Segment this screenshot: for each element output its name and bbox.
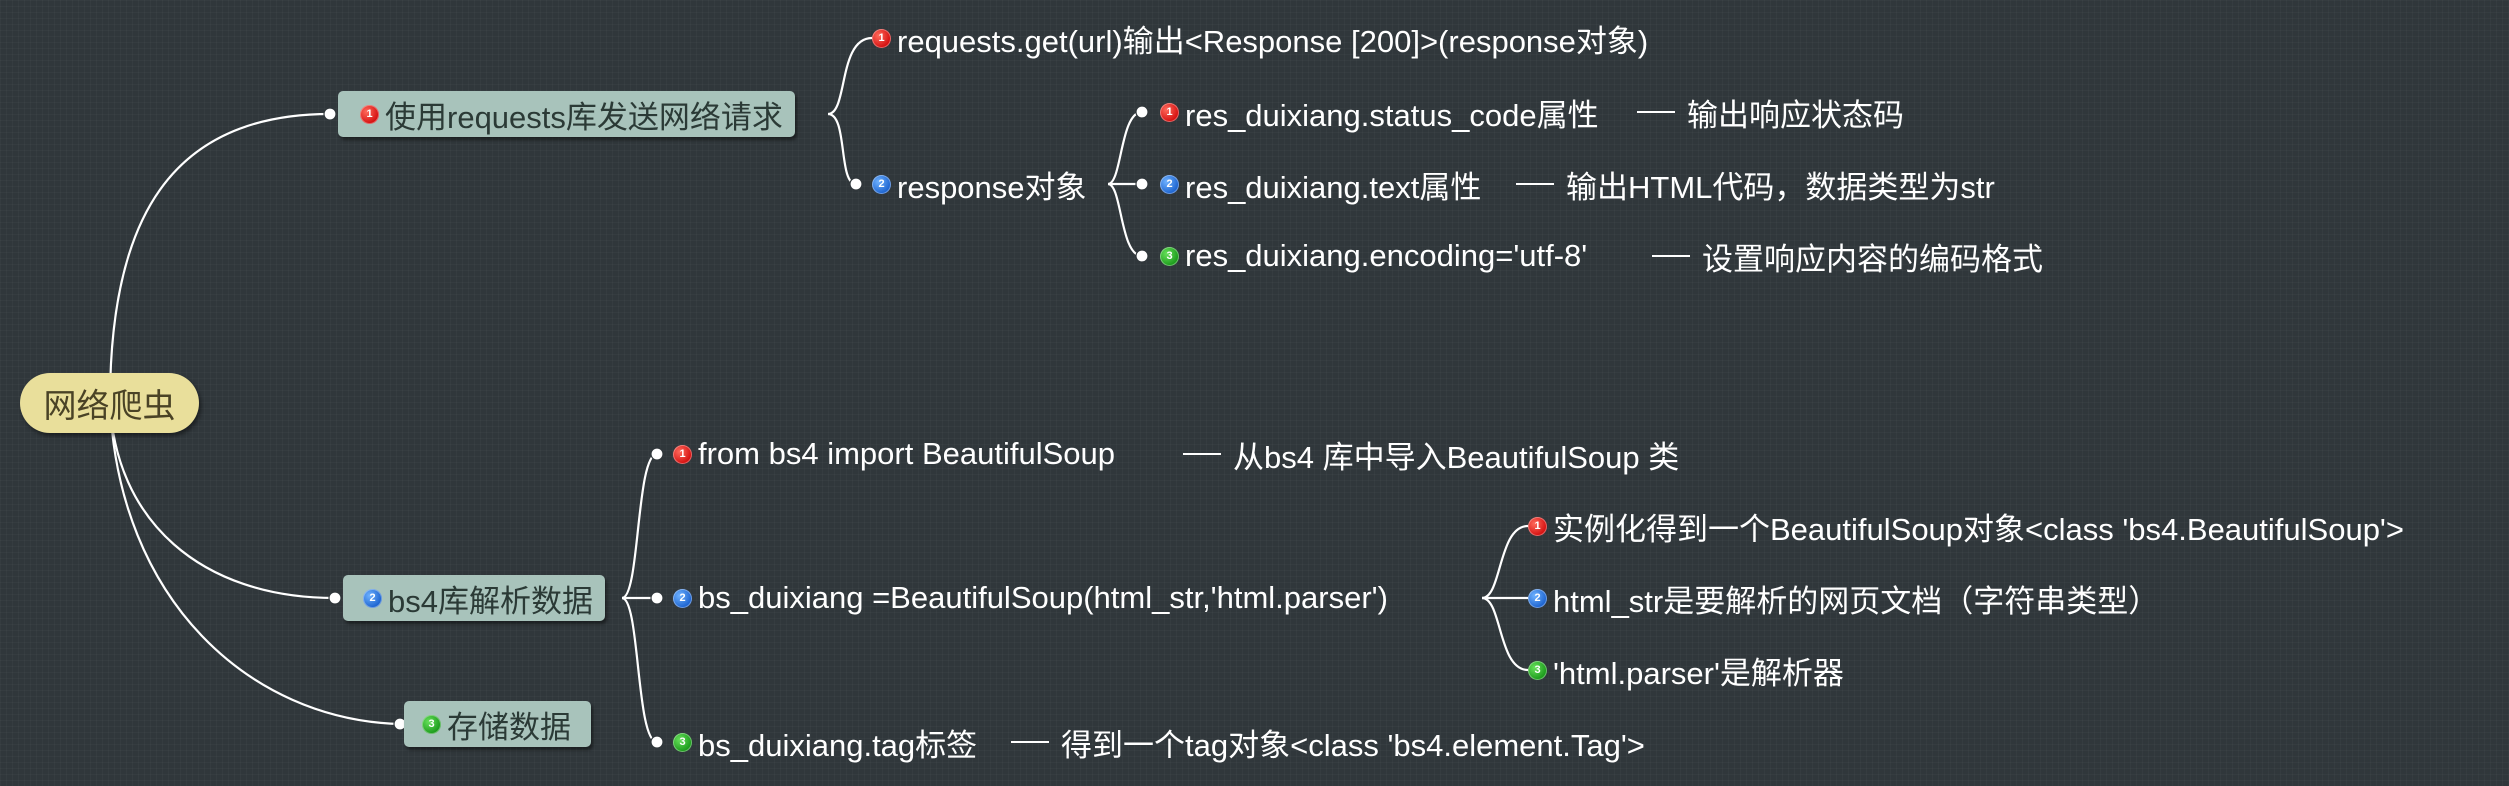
priority-2-icon: 2 [1528,588,1547,608]
note-tag: 得到一个tag对象<class 'bs4.element.Tag'> [1011,722,1645,763]
priority-1-icon: 1 [360,104,379,124]
root-topic[interactable]: 网络爬虫 [20,373,199,433]
node-text-attr-label: res_duixiang.text属性 [1185,169,1482,205]
priority-3-icon: 3 [1528,660,1547,680]
link-root-requests [108,112,331,403]
node-response-object-label: response对象 [897,169,1087,205]
priority-1-icon: 1 [1528,516,1547,536]
priority-3-icon: 3 [1160,246,1179,266]
node-bs-object[interactable]: 2 bs_duixiang =BeautifulSoup(html_str,'h… [673,578,1388,618]
branch-requests-label: 使用requests库发送网络请求 [385,99,783,135]
node-status-code-label: res_duixiang.status_code属性 [1185,97,1599,133]
node-encoding-label: res_duixiang.encoding='utf-8' [1185,238,1588,273]
node-instance[interactable]: 1 实例化得到一个BeautifulSoup对象<class 'bs4.Beau… [1528,506,2404,547]
note-text-attr: 输出HTML代码，数据类型为str [1516,164,1995,205]
node-parser[interactable]: 3 'html.parser'是解析器 [1528,650,1844,691]
root-topic-label: 网络爬虫 [43,387,176,424]
node-tag[interactable]: 3 bs_duixiang.tag标签 [673,722,978,763]
node-text-attr[interactable]: 2 res_duixiang.text属性 [1160,164,1482,205]
link-bs4-tag [621,596,658,744]
node-encoding[interactable]: 3 res_duixiang.encoding='utf-8' [1160,236,1587,276]
node-requests-get-label: requests.get(url)输出<Response [200]>(resp… [897,23,1649,59]
note-tag-text: 得到一个tag对象<class 'bs4.element.Tag'> [1061,727,1645,763]
node-bs4-import-label: from bs4 import BeautifulSoup [698,436,1115,471]
priority-2-icon: 2 [673,588,692,608]
note-status-code-text: 输出响应状态码 [1687,97,1904,133]
priority-2-icon: 2 [872,174,891,194]
branch-bs4[interactable]: 2 bs4库解析数据 [343,575,605,621]
note-dash [1516,183,1554,185]
priority-2-icon: 2 [1160,174,1179,194]
link-response-encoding [1107,182,1143,258]
node-response-object[interactable]: 2 response对象 [872,164,1087,205]
note-dash [1652,255,1690,257]
note-dash [1637,111,1675,113]
link-object-parser [1481,596,1529,672]
note-status-code: 输出响应状态码 [1637,92,1904,133]
node-tag-label: bs_duixiang.tag标签 [698,727,978,763]
node-html-str[interactable]: 2 html_str是要解析的网页文档（字符串类型） [1528,578,2160,619]
node-html-str-label: html_str是要解析的网页文档（字符串类型） [1553,583,2160,619]
link-requests-response [827,112,857,186]
link-object-instance [1481,524,1529,600]
node-requests-get[interactable]: 1 requests.get(url)输出<Response [200]>(re… [872,18,1649,59]
link-bs4-import [621,452,658,600]
note-bs4-import-text: 从bs4 库中导入BeautifulSoup 类 [1233,439,1680,475]
node-status-code[interactable]: 1 res_duixiang.status_code属性 [1160,92,1599,133]
note-dash [1183,453,1221,455]
priority-1-icon: 1 [1160,102,1179,122]
node-instance-label: 实例化得到一个BeautifulSoup对象<class 'bs4.Beauti… [1553,511,2404,547]
link-response-status [1107,110,1143,186]
priority-3-icon: 3 [673,732,692,752]
priority-2-icon: 2 [363,588,382,608]
priority-1-icon: 1 [872,28,891,48]
link-requests-get [827,36,873,116]
note-encoding: 设置响应内容的编码格式 [1652,236,2043,277]
note-bs4-import: 从bs4 库中导入BeautifulSoup 类 [1183,434,1680,475]
node-bs-object-label: bs_duixiang =BeautifulSoup(html_str,'htm… [698,580,1388,615]
branch-storage[interactable]: 3 存储数据 [404,701,591,747]
node-parser-label: 'html.parser'是解析器 [1553,655,1844,691]
note-text-attr-text: 输出HTML代码，数据类型为str [1566,169,1995,205]
note-encoding-text: 设置响应内容的编码格式 [1702,241,2043,277]
branch-storage-label: 存储数据 [447,709,571,745]
branch-requests[interactable]: 1 使用requests库发送网络请求 [338,91,795,137]
priority-1-icon: 1 [673,444,692,464]
link-root-bs4 [108,401,336,600]
branch-bs4-label: bs4库解析数据 [388,583,593,619]
link-root-storage [108,401,401,726]
note-dash [1011,741,1049,743]
priority-3-icon: 3 [422,714,441,734]
node-bs4-import[interactable]: 1 from bs4 import BeautifulSoup [673,434,1115,474]
